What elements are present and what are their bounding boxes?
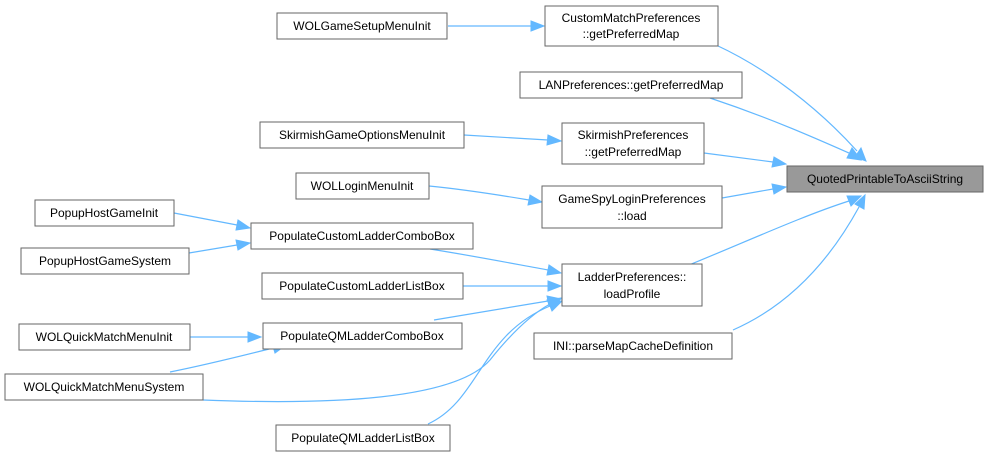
edge-customcombo-to-ladderprefs	[429, 248, 563, 276]
node-label: PopulateQMLadderComboBox	[280, 329, 443, 343]
node-skirmishpreferences-getpreferredmap[interactable]: SkirmishPreferences ::getPreferredMap	[561, 122, 705, 165]
node-label: WOLGameSetupMenuInit	[293, 19, 431, 33]
edge-wolqminit-to-qmcombo	[190, 331, 263, 343]
node-populateqmladdercombobox[interactable]: PopulateQMLadderComboBox	[262, 322, 463, 350]
node-label: LANPreferences::getPreferredMap	[539, 78, 724, 92]
node-label: PopulateCustomLadderListBox	[279, 279, 444, 293]
edge-popuphostsystem-to-customcombo	[188, 239, 252, 254]
node-label: PopulateQMLadderListBox	[291, 431, 434, 445]
node-wolquickmatchmenusystem[interactable]: WOLQuickMatchMenuSystem	[4, 373, 204, 401]
node-label-line1: SkirmishPreferences	[578, 128, 689, 142]
edge-wollogin-to-gamespylogin	[428, 185, 544, 206]
node-ladderpreferences-loadprofile[interactable]: LadderPreferences:: loadProfile	[561, 263, 703, 307]
node-label-line1: LadderPreferences::	[578, 270, 687, 284]
edge-popuphostinit-to-customcombo	[173, 212, 252, 231]
node-label-line2: ::load	[617, 209, 646, 223]
node-label-line1: GameSpyLoginPreferences	[558, 192, 705, 206]
edge-ladderprefs-to-target	[688, 195, 863, 266]
node-wolgamesetupmenuinit[interactable]: WOLGameSetupMenuInit	[276, 12, 448, 40]
node-label: PopulateCustomLadderComboBox	[269, 229, 454, 243]
edge-lanprefs-to-target	[709, 97, 863, 161]
node-label-line2: loadProfile	[604, 287, 661, 301]
node-label: WOLQuickMatchMenuInit	[36, 330, 173, 344]
node-wolquickmatchmenuinit[interactable]: WOLQuickMatchMenuInit	[18, 323, 191, 351]
edge-iniparse-to-target	[732, 193, 866, 331]
edge-wolqmsystem-to-ladderprefs	[202, 297, 563, 403]
node-gamespyloginpreferences-load[interactable]: GameSpyLoginPreferences ::load	[541, 185, 723, 229]
node-quotedprintabletoasciistring[interactable]: QuotedPrintableToAsciiString	[786, 165, 984, 193]
node-wolloginmenuinit[interactable]: WOLLoginMenuInit	[295, 172, 430, 200]
node-popuphostgameinit[interactable]: PopupHostGameInit	[34, 199, 175, 227]
node-label: PopupHostGameSystem	[39, 254, 171, 268]
node-custommatchpreferences-getpreferredmap[interactable]: CustomMatchPreferences ::getPreferredMap	[544, 5, 719, 47]
edge-customlist-to-ladderprefs	[463, 280, 563, 292]
node-label: PopupHostGameInit	[50, 206, 159, 220]
node-label-line2: ::getPreferredMap	[585, 145, 682, 159]
node-skirmishgameoptionsmenuinit[interactable]: SkirmishGameOptionsMenuInit	[259, 121, 465, 149]
edge-skirmishgameoptions-to-skirmishprefs	[463, 134, 563, 146]
node-ini-parsemapcachedefinition[interactable]: INI::parseMapCacheDefinition	[533, 332, 733, 360]
node-populateqmladderlistbox[interactable]: PopulateQMLadderListBox	[275, 424, 451, 452]
edge-qmcombo-to-ladderprefs	[433, 295, 563, 321]
edge-wolgamesetup-to-custommatchprefs	[448, 20, 546, 32]
node-label: WOLLoginMenuInit	[311, 179, 414, 193]
node-label: WOLQuickMatchMenuSystem	[24, 380, 185, 394]
edge-qmlist-to-ladderprefs	[427, 300, 564, 425]
node-label: QuotedPrintableToAsciiString	[807, 172, 963, 186]
node-populatecustomladdercombobox[interactable]: PopulateCustomLadderComboBox	[250, 222, 474, 250]
edge-custommatchprefs-to-target	[715, 44, 867, 162]
node-popuphostgamesystem[interactable]: PopupHostGameSystem	[20, 247, 190, 275]
edge-skirmishprefs-to-target	[703, 152, 788, 168]
node-label: INI::parseMapCacheDefinition	[553, 339, 713, 353]
node-label: SkirmishGameOptionsMenuInit	[279, 128, 446, 142]
node-label-line1: CustomMatchPreferences	[562, 11, 701, 25]
node-label-line2: ::getPreferredMap	[583, 27, 680, 41]
edge-gamespylogin-to-target	[721, 183, 788, 199]
node-populatecustomladderlistbox[interactable]: PopulateCustomLadderListBox	[261, 272, 464, 300]
node-lanpreferences-getpreferredmap[interactable]: LANPreferences::getPreferredMap	[519, 71, 743, 99]
